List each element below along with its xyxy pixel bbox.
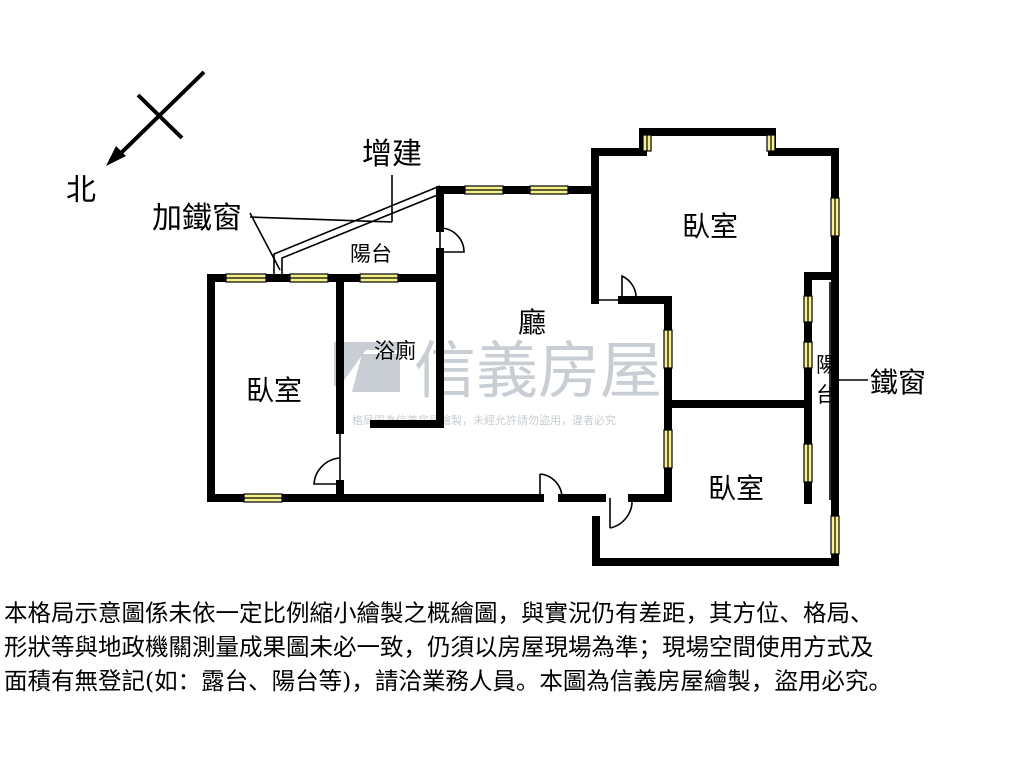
window-living-top-1 xyxy=(464,185,504,195)
thin-lines xyxy=(249,175,868,500)
window-left-top-1 xyxy=(225,273,267,283)
addition-label: 增建 xyxy=(362,137,422,172)
door-bedroom-bottom-right xyxy=(609,497,633,529)
door-balcony xyxy=(439,227,465,253)
disclaimer-line-2: 形狀等與地政機關測量成果圖未必一致，仍須以房屋現場為準；現場空間使用方式及 xyxy=(4,633,874,661)
window-living-right-2 xyxy=(663,429,673,469)
bathroom-label: 浴廁 xyxy=(374,339,416,363)
watermark-brand: 信義房屋 xyxy=(414,334,662,407)
north-label: 北 xyxy=(66,173,96,208)
window-top-corner-left xyxy=(642,134,652,152)
bedroom-left-label: 臥室 xyxy=(246,374,302,407)
bedroom-top-right-label: 臥室 xyxy=(682,210,738,243)
window-living-top-2 xyxy=(529,185,569,195)
window-inner-right-1 xyxy=(803,295,813,323)
window-living-right-1 xyxy=(663,329,673,369)
window-inner-right-3 xyxy=(803,443,813,483)
balcony-right-label-2: 台 xyxy=(816,383,837,407)
iron-window-right-label: 鐵窗 xyxy=(870,366,926,399)
balcony-top-label: 陽台 xyxy=(350,242,392,266)
window-left-bottom xyxy=(243,493,283,503)
living-room-label: 廳 xyxy=(518,306,546,339)
window-top-corner-right xyxy=(766,134,776,152)
watermark-logo-icon xyxy=(334,342,400,392)
disclaimer-text: 本格局示意圖係未依一定比例縮小繪製之概繪圖，與實況仍有差距，其方位、格局、 形狀… xyxy=(4,596,1020,698)
windows xyxy=(225,134,840,555)
balcony-right-label-1: 陽 xyxy=(816,353,837,377)
window-inner-right-2 xyxy=(803,341,813,369)
iron-window-label: 加鐵窗 xyxy=(152,201,242,236)
doors xyxy=(313,227,637,529)
window-right-lower xyxy=(830,515,840,555)
bedroom-bottom-right-label: 臥室 xyxy=(708,472,764,505)
north-arrow-icon xyxy=(106,70,206,166)
window-bath-top xyxy=(359,273,399,283)
floor-plan: 信義房屋 格局圖為信義房屋繪製，未經允許請勿盜用，違者必究 北 xyxy=(66,70,926,566)
door-bathroom xyxy=(313,430,341,485)
window-left-top-2 xyxy=(289,273,329,283)
window-right-upper xyxy=(830,197,840,237)
door-corridor xyxy=(539,473,563,499)
disclaimer-line-1: 本格局示意圖係未依一定比例縮小繪製之概繪圖，與實況仍有差距，其方位、格局、 xyxy=(4,599,874,627)
door-bedroom-top-right xyxy=(598,274,637,301)
disclaimer-line-3: 面積有無登記(如：露台、陽台等)，請洽業務人員。本圖為信義房屋繪製，盜用必究。 xyxy=(4,667,892,695)
